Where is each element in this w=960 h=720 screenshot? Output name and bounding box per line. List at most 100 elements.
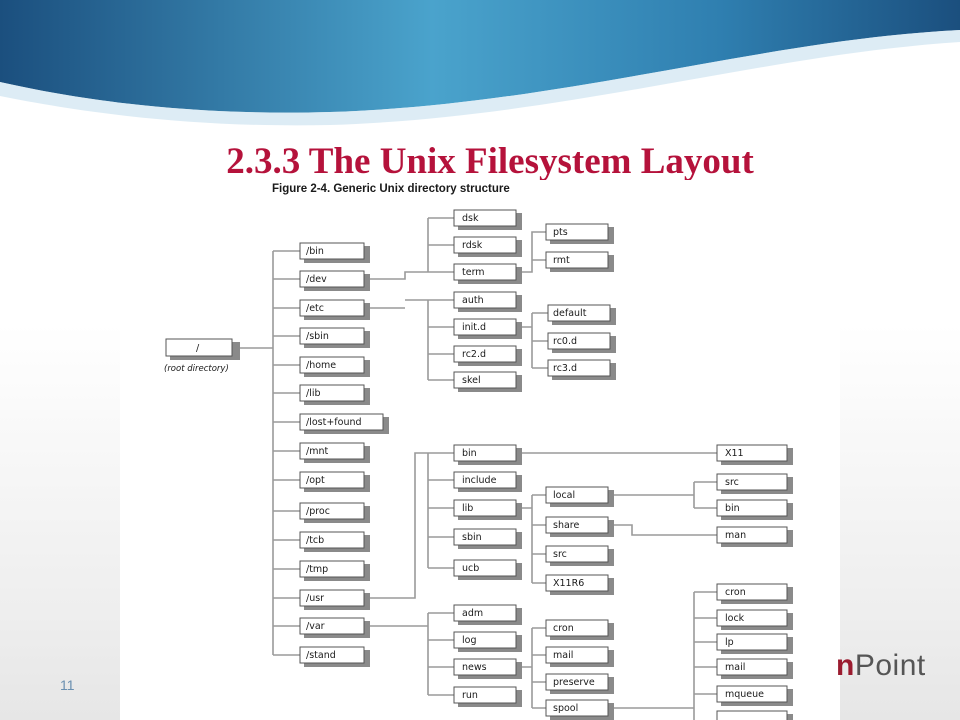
dir-label: /lib <box>306 388 321 399</box>
dir-node-man: man <box>716 526 793 547</box>
dir-node-rc3-d: rc3.d <box>547 359 616 380</box>
dir-node-default: default <box>547 304 616 325</box>
dir-label: /dev <box>306 274 327 285</box>
dir-node-local-bin: bin <box>716 499 793 520</box>
logo-text: Point <box>854 649 926 682</box>
var-subdirectories: adm log news run cron mail preserve spoo… <box>453 583 793 720</box>
dir-node-rc2-d: rc2.d <box>453 345 522 366</box>
dir-node-auth: auth <box>453 291 522 312</box>
dir-node-lp: lp <box>716 633 793 654</box>
dir-label: cron <box>553 623 574 634</box>
dir-node-usr: /usr <box>299 589 370 610</box>
dir-label: term <box>462 267 485 278</box>
dir-label: cron <box>725 587 746 598</box>
dir-node-mnt: /mnt <box>299 442 370 463</box>
dir-node-lib: /lib <box>299 384 370 405</box>
dir-node-usr-bin: bin <box>453 444 522 465</box>
root-node: / (root directory) <box>164 338 240 374</box>
dir-node-dev: /dev <box>299 270 370 291</box>
dir-label: share <box>553 520 579 531</box>
dir-node-partial <box>716 710 793 720</box>
dir-node-var: /var <box>299 617 370 638</box>
dir-label: sbin <box>462 532 482 543</box>
dir-node-local: local <box>545 486 614 507</box>
dir-label: rc3.d <box>553 363 577 374</box>
dir-node-spool-cron: cron <box>716 583 793 604</box>
dir-node-opt: /opt <box>299 471 370 492</box>
slide-title: 2.3.3 The Unix Filesystem Layout <box>226 141 754 182</box>
dir-label: skel <box>462 375 481 386</box>
dir-label: src <box>553 549 567 560</box>
dir-node-sbin: /sbin <box>299 327 370 348</box>
dir-label: /home <box>306 360 336 371</box>
dir-label: include <box>462 475 497 486</box>
dir-node-proc: /proc <box>299 502 370 523</box>
root-label: / <box>196 343 200 354</box>
dir-node-etc: /etc <box>299 299 370 320</box>
dir-label: /opt <box>306 475 325 486</box>
directory-tree-diagram: Figure 2-4. Generic Unix directory struc… <box>164 183 793 720</box>
dir-node-term: term <box>453 263 522 284</box>
dir-node-local-src: src <box>716 473 793 494</box>
top-level-directories: /bin /dev /etc /sbin /home /lib /lost+fo… <box>299 242 389 667</box>
dir-label: /lost+found <box>306 417 362 428</box>
brand-logo: nPoint <box>836 649 926 683</box>
dir-label: log <box>462 635 476 646</box>
dir-label: /proc <box>306 506 330 517</box>
logo-n: n <box>836 649 855 682</box>
dir-label: news <box>462 662 487 673</box>
dir-label: run <box>462 690 478 701</box>
dir-label: mqueue <box>725 689 764 700</box>
dir-label: adm <box>462 608 483 619</box>
dir-label: lock <box>725 613 745 624</box>
dev-subdirectories: dsk rdsk term pts rmt <box>453 209 614 284</box>
dir-node-init-d: init.d <box>453 318 522 339</box>
dir-label: X11 <box>725 448 744 459</box>
dir-node-var-cron: cron <box>545 619 614 640</box>
dir-node-include: include <box>453 471 522 492</box>
dir-label: /mnt <box>306 446 328 457</box>
dir-label: /sbin <box>306 331 329 342</box>
dir-node-adm: adm <box>453 604 522 625</box>
dir-node-log: log <box>453 631 522 652</box>
dir-label: bin <box>462 448 477 459</box>
dir-node-usr-sbin: sbin <box>453 528 522 549</box>
dir-label: /tcb <box>306 535 324 546</box>
dir-node-rdsk: rdsk <box>453 236 522 257</box>
dir-node-mqueue: mqueue <box>716 685 793 706</box>
slide-number: 11 <box>60 677 75 693</box>
dir-node-lost-found: /lost+found <box>299 413 389 434</box>
dir-label: mail <box>553 650 573 661</box>
dir-node-x11: X11 <box>716 444 793 465</box>
dir-label: /bin <box>306 246 324 257</box>
dir-label: /tmp <box>306 564 328 575</box>
dir-node-tcb: /tcb <box>299 531 370 552</box>
tree-connectors <box>235 217 717 720</box>
dir-label: rdsk <box>462 240 483 251</box>
dir-label: lp <box>725 637 734 648</box>
dir-label: /usr <box>306 593 324 604</box>
dir-label: pts <box>553 227 568 238</box>
dir-node-skel: skel <box>453 371 522 392</box>
dir-node-tmp: /tmp <box>299 560 370 581</box>
dir-node-dsk: dsk <box>453 209 522 230</box>
usr-subdirectories: bin include lib sbin ucb local share src… <box>453 444 793 595</box>
dir-label: rmt <box>553 255 570 266</box>
dir-node-spool: spool <box>545 699 614 720</box>
dir-node-var-mail: mail <box>545 646 614 667</box>
dir-label: /etc <box>306 303 324 314</box>
dir-node-pts: pts <box>545 223 614 244</box>
dir-label: rc0.d <box>553 336 577 347</box>
dir-label: lib <box>462 503 473 514</box>
dir-label: rc2.d <box>462 349 486 360</box>
etc-subdirectories: auth init.d rc2.d skel default rc0.d rc3… <box>453 291 616 392</box>
dir-node-rc0-d: rc0.d <box>547 332 616 353</box>
dir-node-ucb: ucb <box>453 559 522 580</box>
dir-node-lock: lock <box>716 609 793 630</box>
dir-label: default <box>553 308 587 319</box>
dir-node-rmt: rmt <box>545 251 614 272</box>
dir-label: /stand <box>306 650 336 661</box>
header-wave-banner <box>0 0 960 126</box>
root-sublabel: (root directory) <box>164 364 229 374</box>
dir-node-usr-lib: lib <box>453 499 522 520</box>
